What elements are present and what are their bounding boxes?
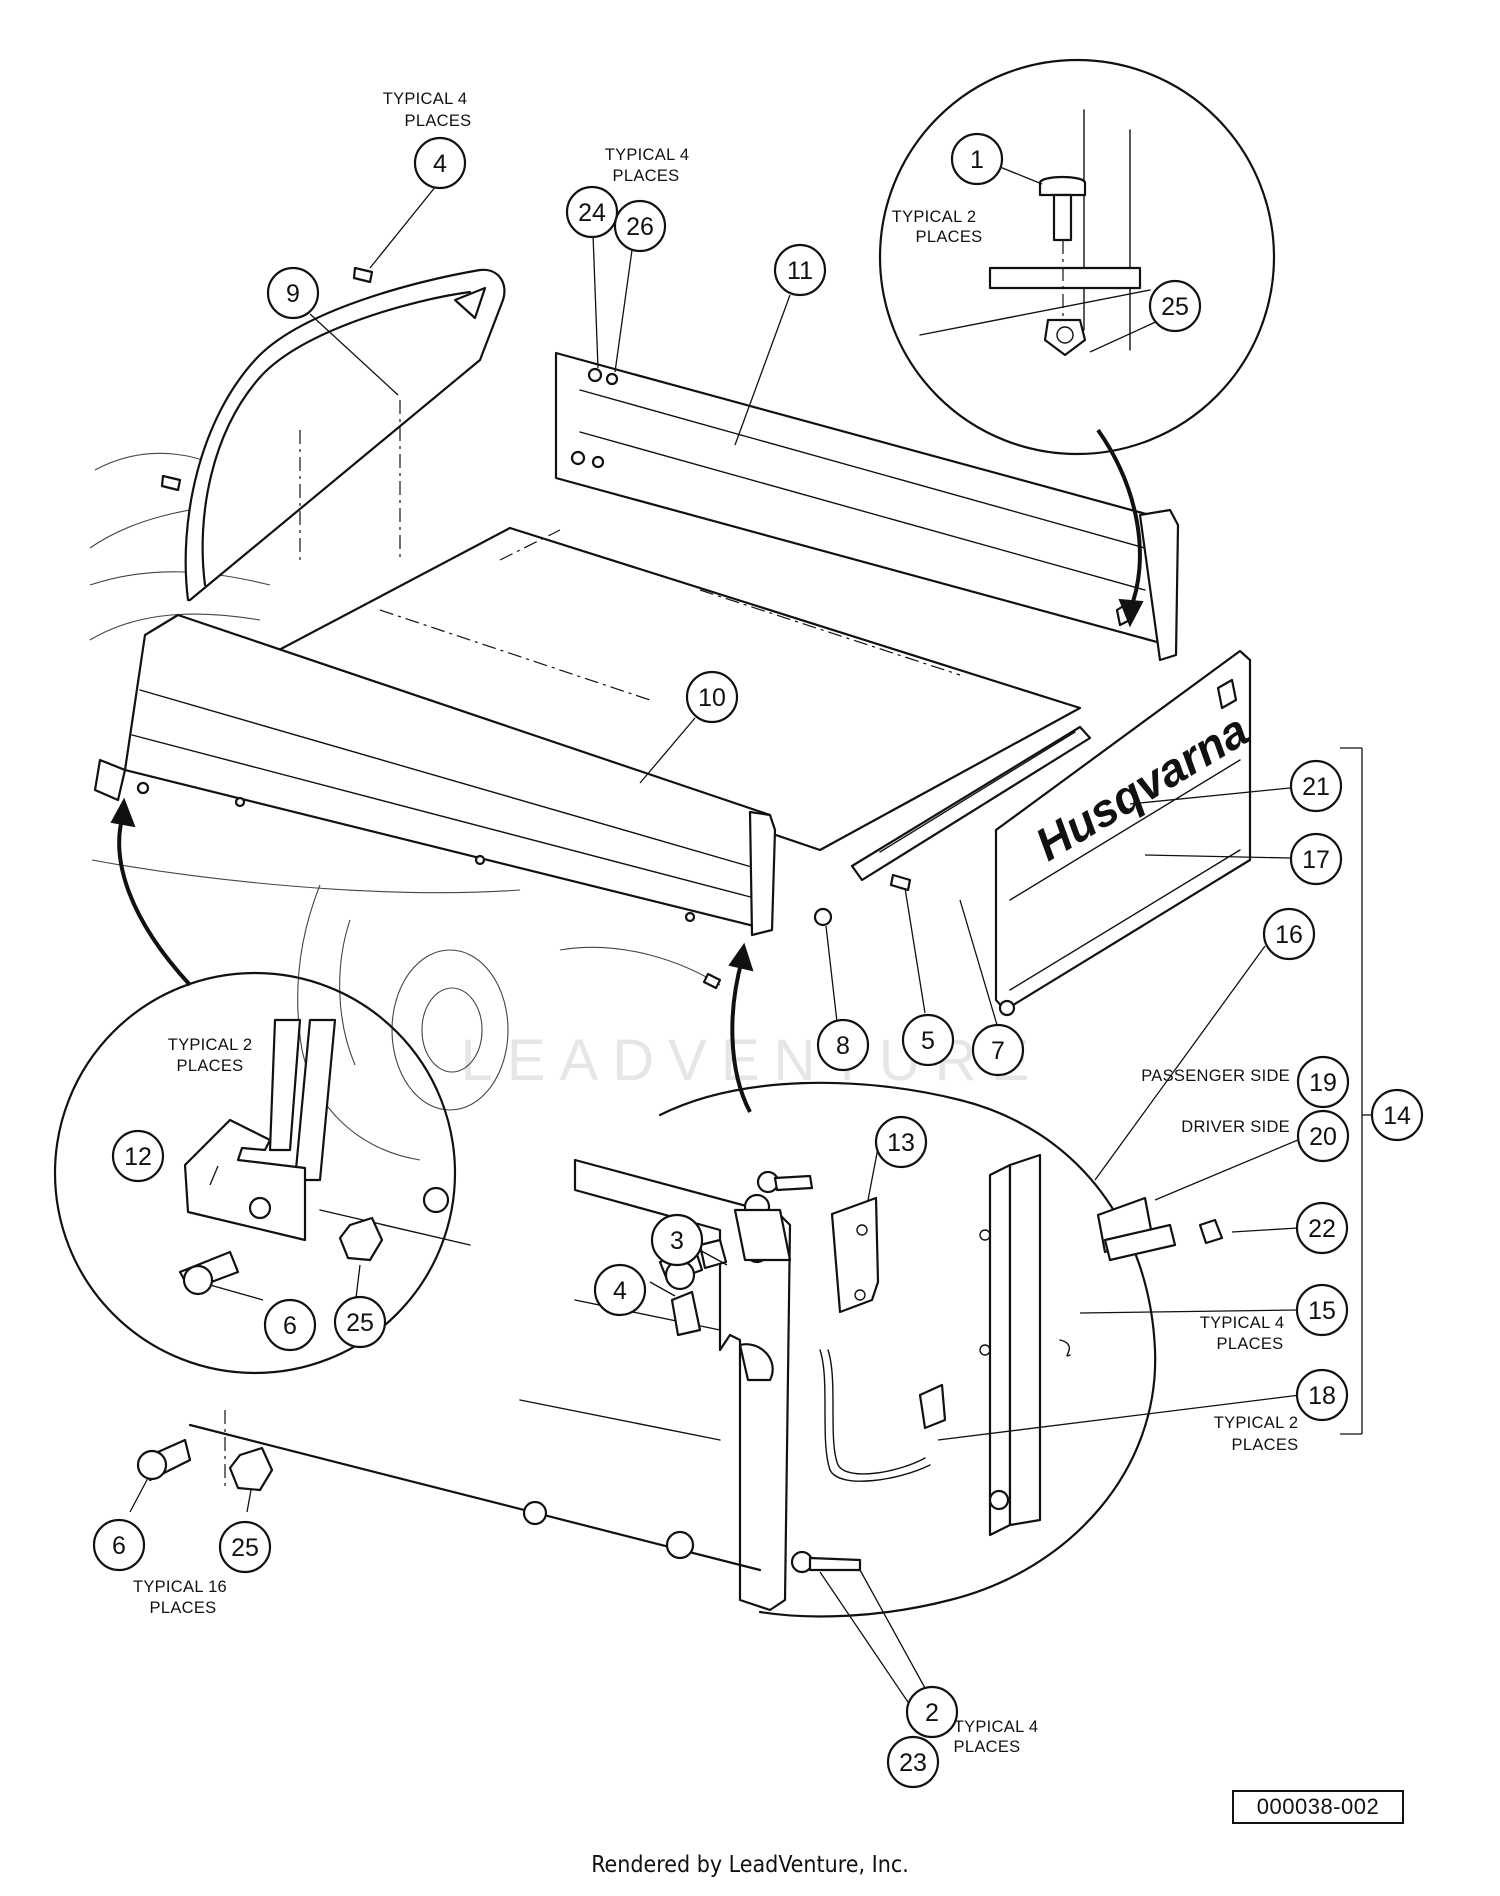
svg-text:9: 9 [286, 280, 300, 308]
assembly-bracket-14 [1340, 747, 1373, 1435]
svg-text:22: 22 [1308, 1215, 1336, 1243]
callout-25-detail: 25 [333, 1295, 387, 1349]
note-typical4-top-mid-line1: TYPICAL 4 [605, 146, 690, 164]
svg-text:13: 13 [887, 1129, 915, 1157]
detail-view-left [53, 971, 471, 1375]
callout-4-mid: 4 [593, 1263, 647, 1317]
svg-text:23: 23 [899, 1749, 927, 1777]
footer-credit: Rendered by LeadVenture, Inc. [591, 1852, 909, 1878]
svg-text:20: 20 [1309, 1123, 1337, 1151]
callout-24: 24 [565, 185, 619, 239]
callout-20: 20 [1296, 1109, 1350, 1163]
detail-pointer-arrows [110, 428, 1144, 1113]
callout-13: 13 [874, 1115, 928, 1169]
note-typical4-top-mid-line2: PLACES [613, 167, 680, 185]
note-typical16-line1: TYPICAL 16 [133, 1578, 227, 1596]
watermark: LEADVENTURE [461, 1028, 1044, 1093]
callout-7: 7 [971, 1023, 1025, 1077]
callout-25-top: 25 [1148, 279, 1202, 333]
note-passenger-side: PASSENGER SIDE [1141, 1067, 1290, 1085]
note-typical2-right-line1: TYPICAL 2 [1214, 1414, 1299, 1432]
front-bed-panel [554, 351, 1180, 662]
callout-25-bottom: 25 [218, 1520, 272, 1574]
note-typical4-top-left-line2: PLACES [405, 112, 472, 130]
callout-12: 12 [111, 1129, 165, 1183]
callout-14: 14 [1370, 1088, 1424, 1142]
callout-11: 11 [773, 243, 827, 297]
svg-text:25: 25 [231, 1534, 259, 1562]
note-typical2-detail-top-line1: TYPICAL 2 [892, 208, 977, 226]
document-id: 000038-002 [1256, 1794, 1380, 1819]
callout-3: 3 [650, 1213, 704, 1267]
svg-text:18: 18 [1308, 1382, 1336, 1410]
seat-back-panel [184, 268, 506, 602]
callout-23: 23 [886, 1735, 940, 1789]
callout-17: 17 [1289, 832, 1343, 886]
lower-rail-detail [136, 1410, 762, 1572]
note-typical2-detail-left-line2: PLACES [177, 1057, 244, 1075]
callout-6-bottom: 6 [92, 1518, 146, 1572]
svg-text:17: 17 [1302, 846, 1330, 874]
svg-text:25: 25 [1161, 293, 1189, 321]
svg-text:15: 15 [1308, 1297, 1336, 1325]
svg-text:6: 6 [283, 1312, 297, 1340]
callout-15: 15 [1295, 1283, 1349, 1337]
note-typical4-right-line2: PLACES [1217, 1335, 1284, 1353]
document-id-box: 000038-002 [1232, 1790, 1404, 1824]
svg-text:16: 16 [1275, 921, 1303, 949]
svg-text:8: 8 [836, 1032, 850, 1060]
callout-16: 16 [1262, 907, 1316, 961]
callout-1: 1 [950, 132, 1004, 186]
detail-view-bottom-right [519, 1081, 1224, 1618]
svg-text:7: 7 [991, 1037, 1005, 1065]
svg-text:5: 5 [921, 1027, 935, 1055]
callout-19: 19 [1296, 1055, 1350, 1109]
svg-text:26: 26 [626, 213, 654, 241]
svg-text:1: 1 [970, 146, 984, 174]
detail-view-top-right [878, 58, 1276, 456]
callout-26: 26 [613, 199, 667, 253]
svg-text:21: 21 [1302, 773, 1330, 801]
callout-2: 2 [905, 1685, 959, 1739]
tailgate-panel [994, 649, 1252, 1017]
svg-text:3: 3 [670, 1227, 684, 1255]
svg-text:2: 2 [925, 1699, 939, 1727]
svg-text:4: 4 [433, 150, 447, 178]
svg-text:6: 6 [112, 1532, 126, 1560]
svg-text:12: 12 [124, 1143, 152, 1171]
callout-8: 8 [816, 1018, 870, 1072]
svg-text:4: 4 [613, 1277, 627, 1305]
note-driver-side: DRIVER SIDE [1181, 1118, 1290, 1136]
note-typical2-right-line2: PLACES [1232, 1436, 1299, 1454]
note-typical4-bottom-line1: TYPICAL 4 [954, 1718, 1039, 1736]
side-bed-panel [93, 613, 777, 937]
note-typical16-line2: PLACES [150, 1599, 217, 1617]
note-typical2-detail-top-line2: PLACES [916, 228, 983, 246]
callout-18: 18 [1295, 1368, 1349, 1422]
hardware-fasteners [160, 266, 1132, 990]
svg-text:25: 25 [346, 1309, 374, 1337]
leader-lines [129, 166, 1306, 1709]
svg-text:10: 10 [698, 684, 726, 712]
callout-21: 21 [1289, 759, 1343, 813]
callout-4-top: 4 [413, 136, 467, 190]
callout-6-detail: 6 [263, 1298, 317, 1352]
note-typical4-bottom-line2: PLACES [954, 1738, 1021, 1756]
rear-rail [850, 725, 1092, 882]
callout-10: 10 [685, 670, 739, 724]
note-typical4-top-left-line1: TYPICAL 4 [383, 90, 468, 108]
svg-text:11: 11 [787, 257, 813, 285]
callout-9: 9 [266, 266, 320, 320]
note-typical2-detail-left-line1: TYPICAL 2 [168, 1036, 253, 1054]
note-typical4-right-line1: TYPICAL 4 [1200, 1314, 1285, 1332]
svg-text:19: 19 [1309, 1069, 1337, 1097]
bed-floor [258, 526, 1082, 852]
callout-5: 5 [901, 1013, 955, 1067]
svg-text:14: 14 [1383, 1102, 1411, 1130]
svg-text:24: 24 [578, 199, 606, 227]
callout-22: 22 [1295, 1201, 1349, 1255]
